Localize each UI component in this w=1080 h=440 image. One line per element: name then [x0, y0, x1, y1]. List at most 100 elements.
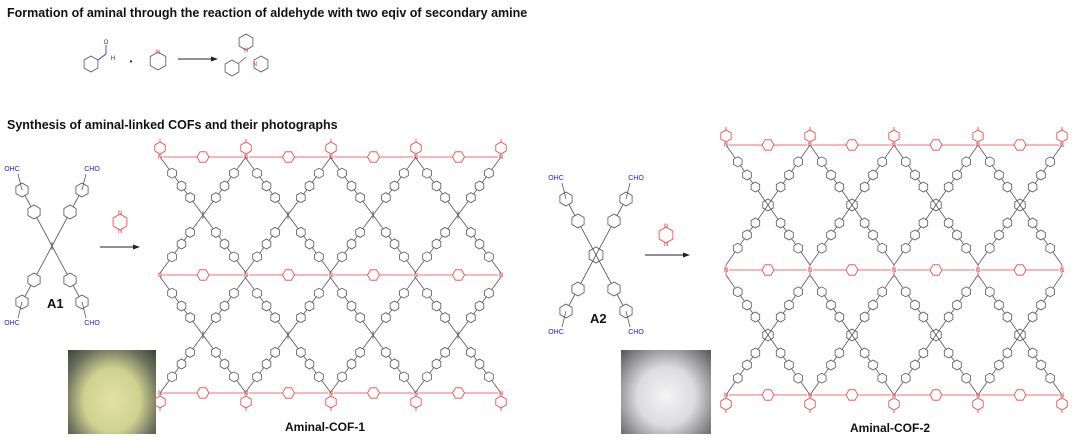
phenyl-ring	[431, 358, 442, 370]
piperazine-ring	[325, 395, 337, 409]
phenyl-ring	[834, 347, 845, 359]
phenyl-ring	[994, 169, 1004, 181]
phenyl-ring	[994, 229, 1004, 241]
aminal-nitrogen: N	[329, 273, 333, 279]
phenyl-ring	[607, 281, 621, 297]
phenyl-ring	[961, 286, 971, 298]
piperazine-ring	[888, 397, 900, 411]
phenyl-ring	[270, 346, 280, 358]
heading-cof-synthesis: Synthesis of aminal-linked COFs and thei…	[7, 118, 338, 132]
piperazine-ring	[761, 264, 775, 276]
phenyl-ring	[784, 359, 794, 371]
phenyl-ring	[346, 180, 357, 192]
phenyl-ring	[1002, 217, 1013, 229]
bond	[17, 173, 23, 191]
piperazine-ring	[410, 141, 422, 155]
phenyl-ring	[219, 300, 230, 312]
phenyl-ring	[474, 180, 485, 192]
phenyl-ring	[422, 167, 432, 179]
aminal-nitrogen: N	[976, 268, 980, 274]
phenyl-ring	[229, 251, 239, 263]
arm-bond	[21, 189, 53, 247]
piperazine-ring	[761, 389, 775, 401]
aldehyde-group: OHC	[548, 175, 564, 182]
phenyl-ring	[304, 300, 315, 312]
phenyl-ring	[961, 156, 971, 168]
aminal-nitrogen: N	[244, 391, 248, 397]
aminal-nitrogen: N	[329, 155, 333, 161]
phenyl-ring	[952, 169, 962, 181]
piperazine-nitrogen: N	[664, 242, 668, 248]
piperazine-ring	[1056, 129, 1068, 143]
phenyl-ring	[296, 192, 306, 204]
arm-bond	[51, 245, 83, 303]
phenyl-ring	[985, 242, 995, 254]
phenyl-ring	[1027, 311, 1038, 323]
aminal-nitrogen: N	[808, 143, 812, 149]
aminal-nitrogen: N	[329, 391, 333, 397]
piperazine-ring	[845, 389, 859, 401]
bond	[561, 182, 567, 200]
phenyl-ring	[742, 229, 752, 241]
phenyl-ring	[1027, 217, 1038, 229]
piperazine-ring	[154, 141, 166, 155]
phenyl-ring	[571, 213, 585, 229]
phenyl-ring	[571, 281, 585, 297]
phenyl-ring	[750, 217, 761, 229]
phenyl-ring	[793, 242, 803, 254]
phenyl-ring	[484, 371, 494, 383]
phenyl-ring	[314, 371, 324, 383]
phenyl-ring	[943, 181, 954, 193]
phenyl-ring	[775, 311, 786, 323]
piperazine-ring	[972, 397, 984, 411]
phenyl-ring	[868, 169, 878, 181]
phenyl-ring	[901, 286, 911, 298]
piperazine-ring	[240, 141, 252, 155]
piperazine-ring	[282, 269, 295, 281]
aminal-nitrogen: N	[724, 143, 728, 149]
phenyl-ring	[211, 192, 221, 204]
phenyl-ring	[877, 372, 887, 384]
aminal-nitrogen: N	[158, 155, 162, 161]
phenyl-ring	[466, 312, 476, 324]
piperazine-ring	[658, 226, 674, 244]
phenyl-ring	[793, 286, 803, 298]
phenyl-ring	[985, 286, 995, 298]
piperazine-ring	[929, 264, 943, 276]
aldehyde-group: CHO	[84, 320, 100, 327]
phenyl-ring	[943, 217, 954, 229]
piperazine-ring	[761, 139, 775, 151]
phenyl-ring	[185, 192, 195, 204]
piperidine-ring	[238, 33, 254, 51]
phenyl-ring	[1036, 299, 1046, 311]
phenyl-ring	[355, 192, 365, 204]
phenyl-ring	[440, 226, 450, 238]
phenyl-ring	[381, 192, 391, 204]
arm-bond	[51, 189, 83, 247]
piperazine-ring	[410, 395, 422, 409]
phenyl-ring	[252, 167, 262, 179]
phenyl-ring	[474, 238, 485, 250]
phenyl-ring	[877, 156, 887, 168]
phenyl-ring	[337, 251, 347, 263]
phenyl-ring	[355, 312, 365, 324]
piperazine-ring	[845, 264, 859, 276]
phenyl-ring	[484, 167, 494, 179]
phenyl-ring	[176, 238, 187, 250]
phenyl-ring	[607, 213, 621, 229]
phenyl-ring	[961, 372, 971, 384]
phenyl-ring	[167, 287, 177, 299]
phenyl-ring	[826, 169, 836, 181]
piperazine-ring	[495, 141, 507, 155]
aminal-nitrogen: N	[253, 62, 257, 68]
phenyl-ring	[943, 347, 954, 359]
phenyl-ring	[381, 226, 391, 238]
piperazine-ring	[367, 269, 380, 281]
phenyl-ring	[910, 169, 920, 181]
phenyl-ring	[784, 229, 794, 241]
piperazine-ring	[367, 151, 380, 163]
phenyl-ring	[176, 180, 187, 192]
phenyl-ring	[1045, 286, 1055, 298]
phenyl-ring	[1036, 359, 1046, 371]
piperidine-ring	[149, 51, 167, 71]
